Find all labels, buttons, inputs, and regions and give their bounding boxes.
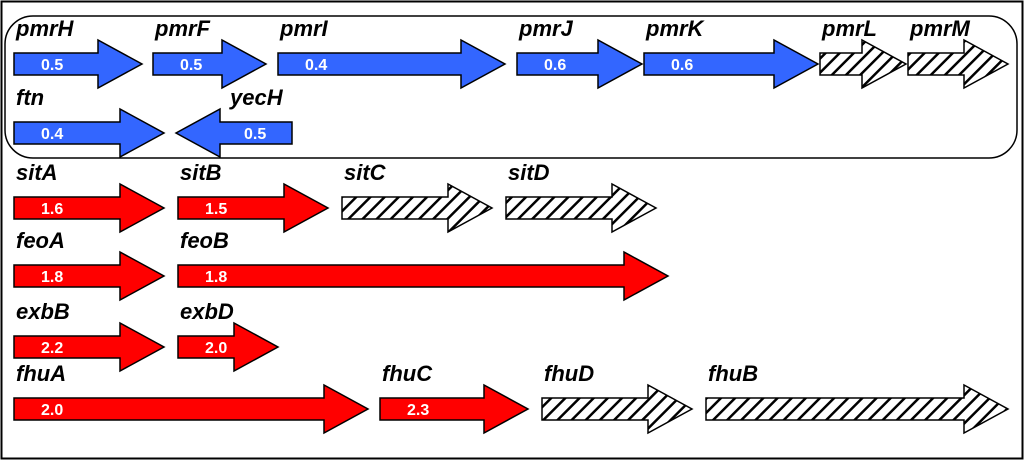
gene-label-feoB: feoB (180, 228, 229, 253)
gene-arrow-ftn (13, 107, 166, 159)
gene-value-pmrI: 0.4 (305, 57, 327, 74)
gene-label-pmrK: pmrK (645, 16, 706, 41)
gene-label-pmrH: pmrH (15, 16, 75, 41)
gene-arrow-sitA (13, 182, 166, 234)
gene-label-sitD: sitD (508, 160, 550, 185)
pmr-operon-box (4, 15, 1018, 159)
gene-arrow-exbD (177, 321, 280, 373)
gene-arrow-fhuA (13, 383, 370, 435)
gene-value-ftn: 0.4 (41, 126, 63, 143)
gene-value-yecH: 0.5 (244, 126, 266, 143)
gene-sitD: sitD (505, 160, 658, 234)
gene-label-fhuA: fhuA (16, 361, 66, 386)
gene-label-fhuD: fhuD (544, 361, 594, 386)
gene-sitC: sitC (341, 160, 494, 234)
gene-label-fhuB: fhuB (708, 361, 758, 386)
gene-pmrF: pmrF 0.5 (152, 16, 268, 90)
gene-arrow-pmrL (819, 38, 908, 90)
gene-label-sitB: sitB (180, 160, 222, 185)
gene-value-pmrF: 0.5 (180, 57, 202, 74)
gene-arrow-yecH (174, 107, 293, 159)
gene-fhuB: fhuB (705, 361, 1010, 435)
gene-value-exbB: 2.2 (41, 340, 63, 357)
gene-value-pmrK: 0.6 (671, 57, 693, 74)
gene-arrow-sitD (505, 182, 658, 234)
gene-label-pmrF: pmrF (154, 16, 211, 41)
gene-arrow-sitB (177, 182, 330, 234)
gene-sitB: sitB 1.5 (177, 160, 330, 234)
gene-arrow-fhuD (541, 383, 694, 435)
gene-arrow-pmrI (277, 38, 507, 90)
gene-label-ftn: ftn (16, 85, 44, 110)
gene-label-feoA: feoA (16, 228, 65, 253)
gene-label-fhuC: fhuC (382, 361, 433, 386)
gene-arrow-pmrM (907, 38, 1010, 90)
gene-arrow-feoA (13, 250, 166, 302)
gene-arrow-pmrF (152, 38, 268, 90)
gene-feoA: feoA 1.8 (13, 228, 166, 302)
gene-label-pmrM: pmrM (909, 16, 971, 41)
gene-fhuA: fhuA 2.0 (13, 361, 370, 435)
gene-arrow-feoB (177, 250, 670, 302)
gene-exbB: exbB 2.2 (13, 299, 166, 373)
gene-value-fhuC: 2.3 (407, 402, 429, 419)
gene-value-pmrJ: 0.6 (544, 57, 566, 74)
gene-label-sitA: sitA (16, 160, 58, 185)
gene-label-exbB: exbB (16, 299, 70, 324)
gene-sitA: sitA 1.6 (13, 160, 166, 234)
gene-fhuC: fhuC 2.3 (379, 361, 530, 435)
gene-value-pmrH: 0.5 (41, 57, 63, 74)
gene-arrow-fhuB (705, 383, 1010, 435)
gene-value-feoA: 1.8 (41, 269, 63, 286)
gene-label-sitC: sitC (344, 160, 387, 185)
gene-exbD: exbD 2.0 (177, 299, 280, 373)
gene-yecH: yecH 0.5 (174, 85, 293, 159)
gene-label-exbD: exbD (180, 299, 234, 324)
gene-arrow-fhuC (379, 383, 530, 435)
gene-arrow-pmrH (13, 38, 144, 90)
gene-value-feoB: 1.8 (205, 269, 227, 286)
gene-ftn: ftn 0.4 (13, 85, 166, 159)
gene-pmrM: pmrM (907, 16, 1010, 90)
gene-pmrH: pmrH 0.5 (13, 16, 144, 90)
gene-label-pmrJ: pmrJ (518, 16, 574, 41)
gene-pmrJ: pmrJ 0.6 (516, 16, 644, 90)
gene-fhuD: fhuD (541, 361, 694, 435)
gene-value-fhuA: 2.0 (41, 402, 63, 419)
gene-pmrI: pmrI 0.4 (277, 16, 507, 90)
gene-label-pmrL: pmrL (821, 16, 877, 41)
gene-label-yecH: yecH (229, 85, 284, 110)
gene-value-sitA: 1.6 (41, 201, 63, 218)
gene-pmrK: pmrK 0.6 (643, 16, 820, 90)
gene-arrow-pmrK (643, 38, 820, 90)
gene-arrow-pmrJ (516, 38, 644, 90)
gene-arrow-exbB (13, 321, 166, 373)
gene-arrow-sitC (341, 182, 494, 234)
gene-label-pmrI: pmrI (279, 16, 329, 41)
gene-pmrL: pmrL (819, 16, 908, 90)
gene-feoB: feoB 1.8 (177, 228, 670, 302)
gene-value-sitB: 1.5 (205, 201, 227, 218)
gene-value-exbD: 2.0 (205, 340, 227, 357)
